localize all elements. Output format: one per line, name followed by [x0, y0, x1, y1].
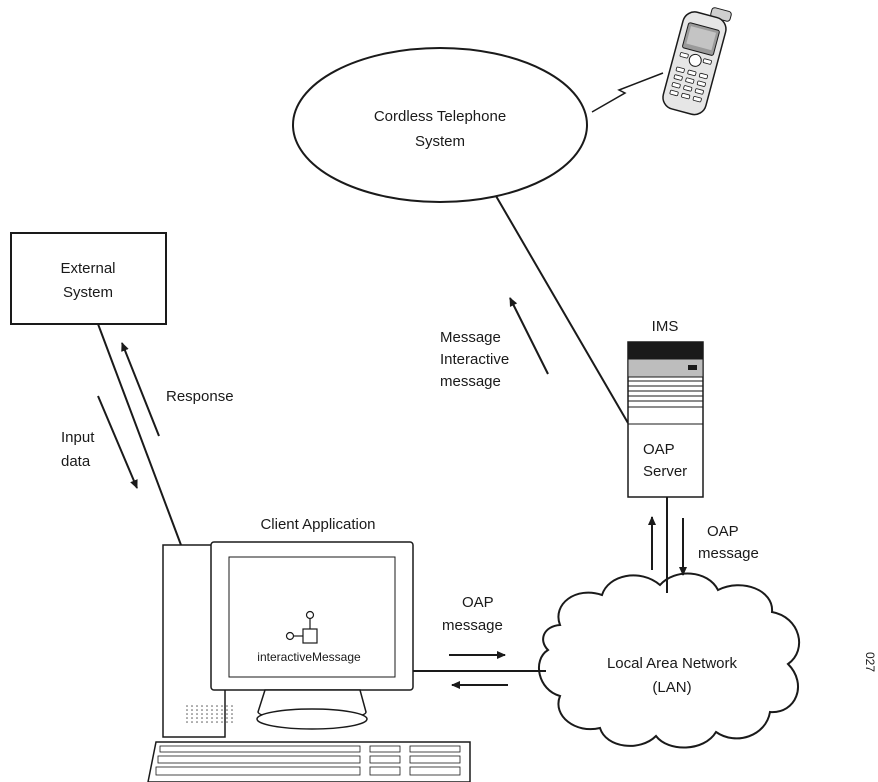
- figure-code: 027: [863, 652, 877, 672]
- ims-server-node: IMS OAP Server: [627, 318, 704, 498]
- ims-label: IMS: [652, 318, 679, 335]
- response-label: Response: [166, 388, 234, 405]
- cordless-telephone-system-node: Cordless Telephone System: [292, 47, 588, 203]
- client-application-label: Client Application: [260, 516, 375, 533]
- ims-cts-label-line3: message: [440, 373, 501, 390]
- cts-label-line2: System: [415, 133, 465, 150]
- client-lan-label-line2: message: [442, 617, 503, 634]
- interactive-message-label: interactiveMessage: [257, 650, 361, 664]
- external-system-node: External System: [10, 232, 167, 325]
- ims-cts-label-line2: Interactive: [440, 351, 509, 368]
- cts-ims-connector: [495, 195, 629, 424]
- ims-lan-label-line1: OAP: [707, 523, 739, 540]
- interactive-message-component-icon: [285, 610, 318, 644]
- external-client-connector: [97, 323, 182, 546]
- oap-server-label-line1: OAP: [643, 441, 675, 458]
- client-lan-label-line1: OAP: [462, 594, 494, 611]
- ims-lan-label-line2: message: [698, 545, 759, 562]
- ims-cts-label-line1: Message: [440, 329, 501, 346]
- external-system-label-line1: External: [60, 260, 115, 277]
- lan-cloud-node: Local Area Network (LAN): [538, 572, 801, 749]
- cordless-handset-icon: [662, 7, 732, 116]
- external-system-label-line2: System: [63, 284, 113, 301]
- input-data-label-line1: Input: [61, 429, 95, 446]
- cts-label-line1: Cordless Telephone: [374, 108, 506, 125]
- input-data-label-line2: data: [61, 453, 91, 470]
- lan-label-line1: Local Area Network: [607, 655, 738, 672]
- radio-link-icon: [591, 72, 664, 113]
- response-arrow: [121, 342, 160, 437]
- oap-server-label-line2: Server: [643, 463, 687, 480]
- client-application-node: Client Application: [147, 516, 471, 782]
- input-data-arrow: [97, 395, 138, 489]
- lan-label-line2: (LAN): [652, 679, 691, 696]
- ims-to-cts-arrow: [509, 297, 549, 375]
